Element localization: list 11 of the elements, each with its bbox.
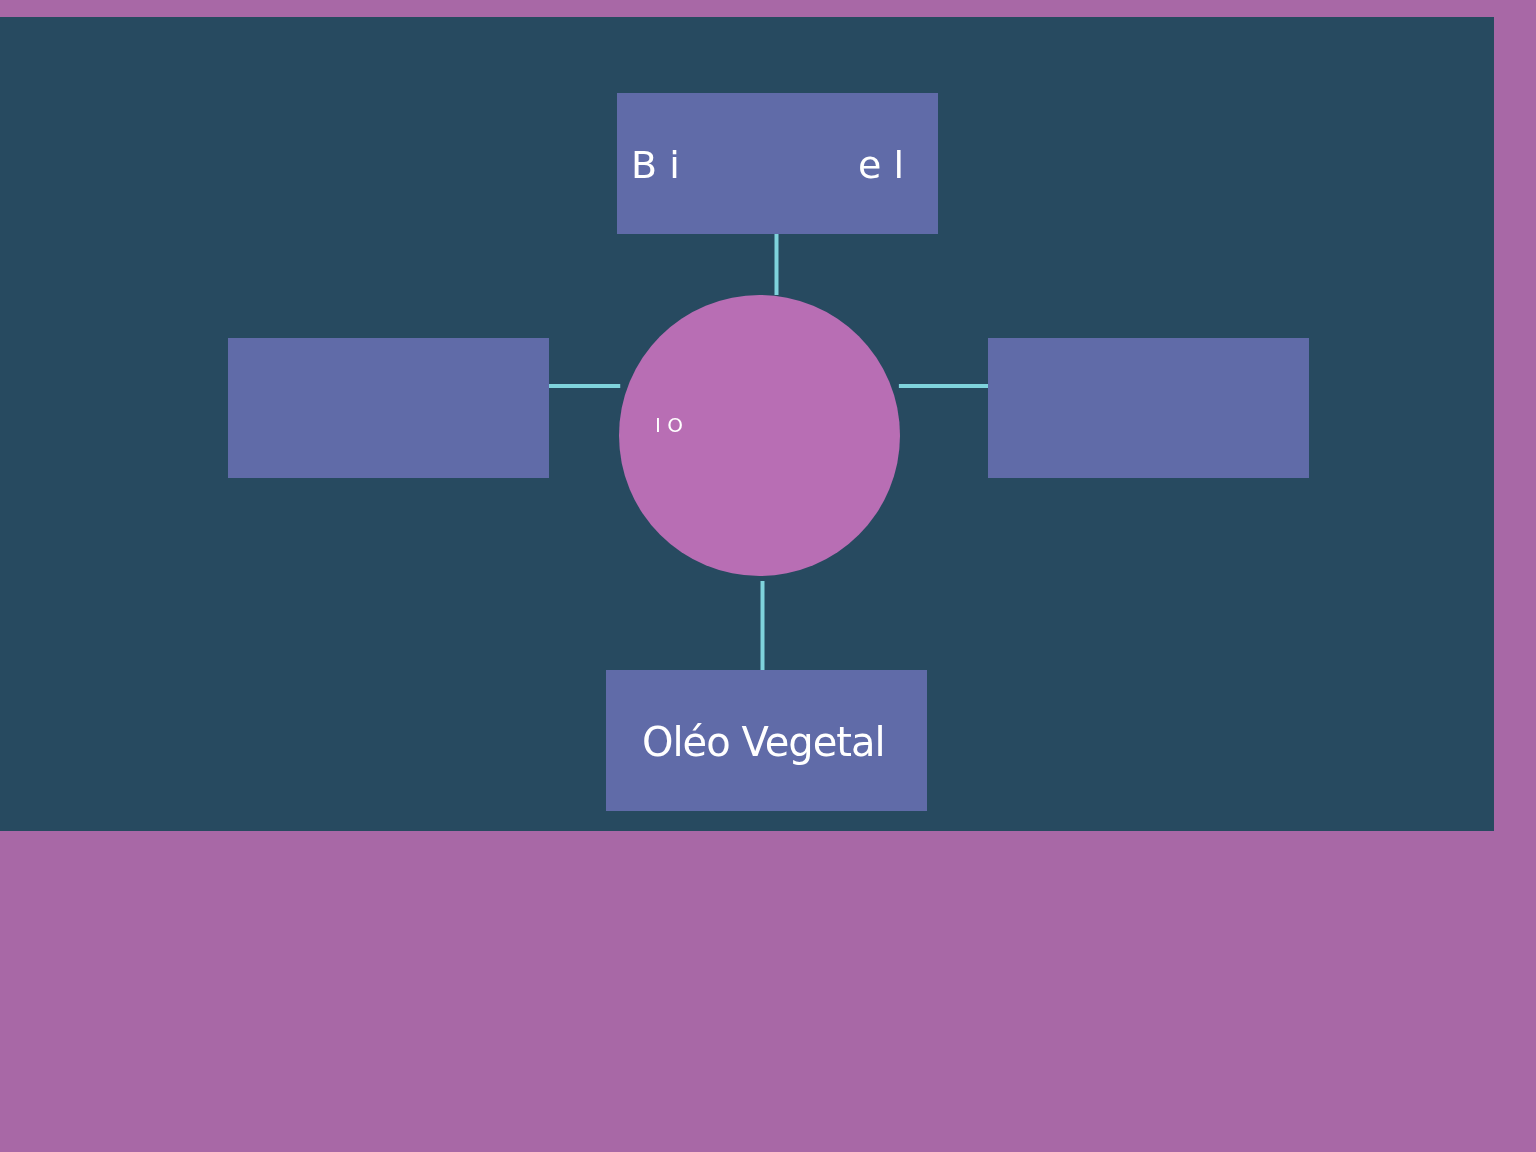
process-box [606, 670, 927, 811]
connector-line [898, 384, 988, 388]
connector-line [774, 234, 779, 295]
process-box [617, 93, 938, 234]
node-label: I O [655, 415, 683, 435]
empty-box [988, 338, 1309, 478]
node-label: e l [858, 146, 904, 184]
connector-line [760, 581, 765, 670]
connector-line [549, 384, 621, 388]
node-label: B i [631, 146, 680, 184]
empty-box [228, 338, 549, 478]
